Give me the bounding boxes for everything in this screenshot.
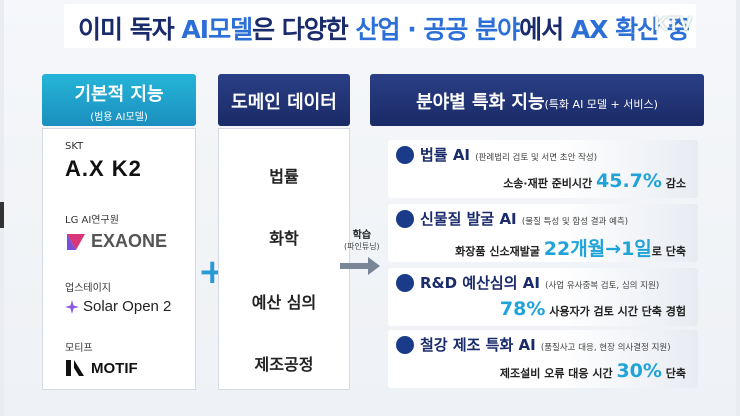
header-special-intelligence: 분야별 특화 지능(특화 AI 모델 + 서비스) [370,74,704,126]
model-org: LG AI연구원 [65,215,119,226]
header-special-title: 분야별 특화 지능 [416,92,545,113]
model-upstage: 업스테이지 Solar Open 2 [65,279,171,315]
header-basic-title: 기본적 지능 [74,84,164,105]
domain-item: 예산 심의 [251,293,317,312]
result-value: 22개월→1일 [543,238,652,260]
title-part-2: AI모델 [181,15,253,44]
result-suffix: 로 단축 [651,245,686,258]
special-title: 신물질 발굴 AI [420,210,517,228]
model-panel: SKT A.X K2 LG AI연구원 EXAONE 업스테이지 Solar O… [42,128,196,390]
title-part-5: 에서 [519,15,571,44]
special-title: 철강 제조 특화 AI [420,336,536,354]
model-name: MOTIF [91,359,138,377]
learning-label: 학습 (파인튜닝) [344,226,380,252]
result-suffix: 단축 [661,367,686,380]
special-note: (사업 유사중복 검토, 심의 지원) [545,281,660,291]
sparkle-icon [65,299,79,314]
result-suffix: 사용자가 검토 시간 단축 경험 [545,305,686,318]
learning-subtitle: (파인튜닝) [344,242,380,251]
search-icon [396,210,414,228]
special-legal-ai: 법률 AI (판례법리 검토 및 서면 초안 작성) 소송·재판 준비시간 45… [388,140,698,198]
domain-panel: 법률 화학 예산 심의 제조공정 [218,128,350,390]
learning-title: 학습 [352,230,372,241]
result-value: 45.7% [596,170,662,192]
legal-icon [396,146,414,164]
special-title: 법률 AI [420,146,471,164]
title-part-3: 은 다양한 [252,15,356,44]
exaone-logo-icon [67,234,85,250]
model-lg: LG AI연구원 EXAONE [65,211,167,252]
result-prefix: 제조설비 오류 대응 시간 [499,367,617,380]
arrow-right-icon [340,257,380,275]
ktv-logo: KTV [654,14,692,35]
model-name: A.X K2 [65,156,142,181]
model-name: Solar Open 2 [83,298,172,315]
header-domain-title: 도메인 데이터 [231,92,337,113]
special-note: (판례법리 검토 및 서면 초안 작성) [475,153,598,163]
left-edge-marker [0,202,4,228]
model-motif: 모티프 MOTIF [65,339,138,378]
motif-logo-icon [66,360,84,376]
special-rnd-ai: R&D 예산심의 AI (사업 유사중복 검토, 심의 지원) 78% 사용자가… [388,268,698,326]
slide-frame: 이미 독자 AI모델은 다양한 산업 · 공공 분야에서 AX 확산 중 KTV… [4,0,736,416]
document-icon [396,274,414,292]
header-basic-subtitle: (범용 AI모델) [90,112,148,123]
model-org: 모티프 [65,343,93,354]
special-steel-ai: 철강 제조 특화 AI (품질사고 대응, 현장 의사결정 지원) 제조설비 오… [388,330,698,388]
factory-icon [396,336,414,354]
title-part-6: AX 확산 중 [570,15,690,44]
result-suffix: 감소 [661,177,686,190]
model-org: 업스테이지 [65,283,111,294]
special-note: (물질 특성 및 합성 결과 예측) [521,217,629,227]
result-prefix: 소송·재판 준비시간 [503,177,596,190]
domain-item: 화학 [269,229,299,248]
title-part-1: 이미 독자 [78,15,182,44]
domain-item: 법률 [269,167,299,186]
result-prefix: 화장품 신소재발굴 [455,245,544,258]
header-basic-intelligence: 기본적 지능 (범용 AI모델) [42,74,196,126]
domain-item: 제조공정 [254,355,314,374]
title-part-4: 산업 · 공공 분야 [355,15,521,44]
model-name: EXAONE [91,230,168,251]
title-bar: 이미 독자 AI모델은 다양한 산업 · 공공 분야에서 AX 확산 중 KTV [64,4,696,48]
model-skt: SKT A.X K2 [65,141,142,182]
header-domain-data: 도메인 데이터 [218,74,350,126]
page-title: 이미 독자 AI모델은 다양한 산업 · 공공 분야에서 AX 확산 중 [78,10,690,46]
result-value: 78% [499,298,546,320]
special-note: (품질사고 대응, 현장 의사결정 지원) [540,343,671,353]
result-value: 30% [616,360,662,382]
special-title: R&D 예산심의 AI [420,274,540,292]
model-org: SKT [65,141,84,152]
special-material-ai: 신물질 발굴 AI (물질 특성 및 합성 결과 예측) 화장품 신소재발굴 2… [388,204,698,262]
header-special-subtitle: (특화 AI 모델 + 서비스) [544,98,658,111]
